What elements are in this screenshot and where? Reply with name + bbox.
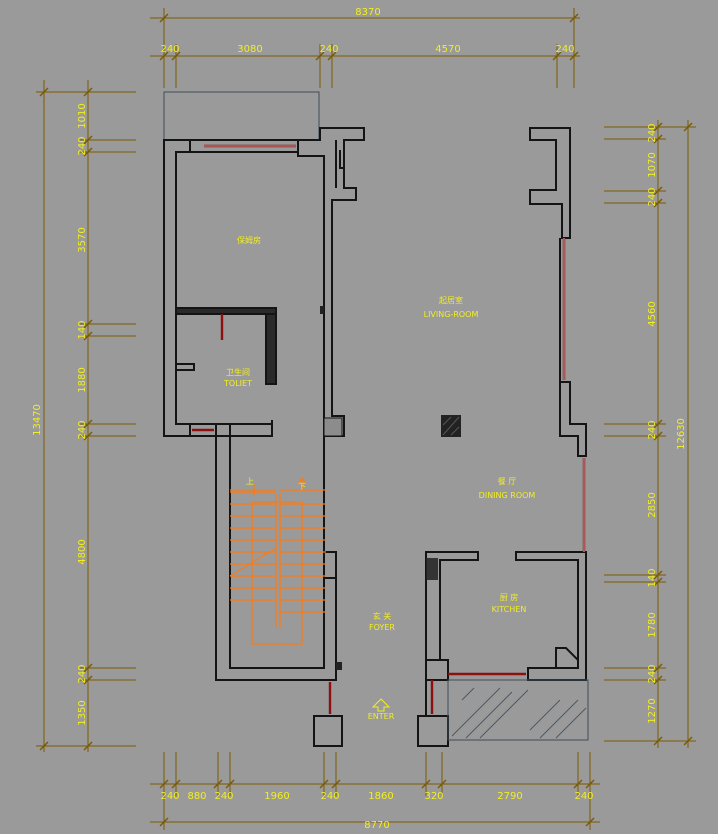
right-dim-6: 2850 [647,492,658,517]
right-dim-7: 140 [647,568,658,587]
foyer-label-en: FOYER [369,623,395,632]
bottom-dim-6: 1860 [368,791,393,802]
top-dim-3: 240 [319,44,338,55]
left-dimensions: 13470 1010 240 3570 140 1880 240 4800 24… [32,80,136,752]
toilet-label-cn: 卫生间 [226,367,250,377]
left-dim-1: 1010 [77,103,88,128]
kitchen-label-cn: 厨 房 [500,592,519,602]
left-dim-5: 1880 [77,367,88,392]
left-total-dim: 13470 [32,404,43,436]
dining-room-label-cn: 餐 厅 [498,477,517,486]
bottom-total-dim: 8770 [364,820,389,831]
bottom-dim-5: 240 [320,791,339,802]
left-dim-4: 140 [77,320,88,339]
right-dim-1: 240 [647,123,658,142]
top-dim-1: 240 [160,44,179,55]
walls [163,91,587,747]
bottom-dim-8: 2790 [497,791,522,802]
right-dim-5: 240 [647,420,658,439]
top-dimensions: 8370 240 3080 240 4570 240 [150,7,580,88]
stair-down-label: 下 [298,482,306,491]
bottom-dimensions: 240 880 240 1960 240 1860 320 2790 240 8… [150,752,600,831]
bottom-dim-2: 880 [187,791,206,802]
right-dim-8: 1780 [647,612,658,637]
bottom-dim-7: 320 [424,791,443,802]
right-dim-10: 1270 [647,698,658,723]
left-dim-9: 1350 [77,700,88,725]
entrance-arrow-icon [371,698,391,712]
bottom-dim-9: 240 [574,791,593,802]
terrace-hatch [447,679,589,741]
nanny-room-label: 保姆房 [237,235,261,245]
top-dim-2: 3080 [237,44,262,55]
windows [192,144,586,714]
top-dim-4: 4570 [435,44,460,55]
bottom-dim-1: 240 [160,791,179,802]
right-dim-2: 1070 [647,152,658,177]
kitchen-label-en: KITCHEN [492,605,527,614]
left-dim-2: 240 [77,136,88,155]
left-dim-6: 240 [77,420,88,439]
right-dim-9: 240 [647,664,658,683]
entrance-label: ENTER [368,712,395,721]
top-dim-5: 240 [555,44,574,55]
left-dim-7: 4800 [77,539,88,564]
bottom-dim-4: 1960 [264,791,289,802]
living-room-label-cn: 起居室 [439,295,463,305]
right-dim-4: 4560 [647,301,658,326]
right-dimensions: 240 1070 240 4560 240 2850 140 1780 240 … [604,120,696,748]
left-dim-8: 240 [77,664,88,683]
bottom-dim-3: 240 [214,791,233,802]
right-dim-3: 240 [647,187,658,206]
living-room-label-en: LIVING-ROOM [424,310,479,319]
room-labels: 保姆房 起居室 LIVING-ROOM 卫生间 TOLIET 餐 厅 DININ… [223,235,535,632]
staircase: 上 下 [229,476,326,645]
entrance-marker: ENTER [368,698,395,721]
toilet-label-en: TOLIET [223,379,252,388]
stair-up-label: 上 [246,477,254,486]
dining-room-label-en: DINING ROOM [479,491,536,500]
left-dim-3: 3570 [77,227,88,252]
foyer-label-cn: 玄 关 [373,611,392,621]
top-total-dim: 8370 [355,7,380,18]
right-total-dim: 12630 [676,418,687,450]
